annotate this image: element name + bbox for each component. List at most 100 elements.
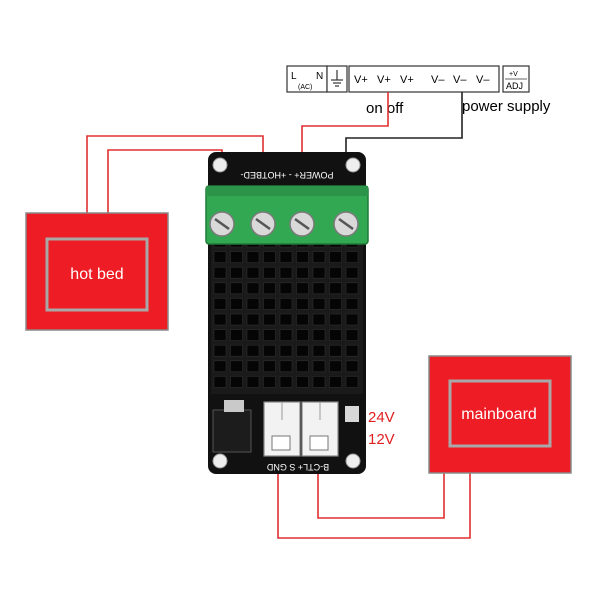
heatsink-fin [263,360,276,373]
heatsink-fin [329,313,342,326]
heatsink-fin [246,344,260,357]
heatsink-fin [345,360,359,373]
heatsink-fin [312,376,326,388]
heatsink-fin [312,313,326,326]
heatsink-fin [279,344,293,357]
heatsink-fin [329,376,342,388]
mounting-hole [212,157,228,173]
ground-icon [331,70,343,87]
heatsink-fin [296,298,309,310]
power-supply-label: power supply [462,98,551,115]
terminal-screw [209,211,235,237]
heatsink-fin [312,282,326,295]
heatsink-fin [296,266,309,279]
heatsink-fin [213,298,227,310]
heatsink-fin [246,376,260,388]
heatsink-fin [312,298,326,310]
heatsink-fin [213,376,227,388]
smd-component [345,406,359,422]
heatsink-fin [329,360,342,373]
heatsink-fin [312,360,326,373]
heatsink-fin [213,251,227,263]
heatsink-fin [246,298,260,310]
jst-connector-signal [301,401,339,457]
hot-bed-box: hot bed [25,212,169,331]
terminal-l: L [291,71,297,82]
mainboard-box: mainboard [428,355,572,474]
heatsink-fin [263,251,276,263]
heatsink-fin [329,329,342,341]
heatsink-fin [329,298,342,310]
heatsink-fin [246,282,260,295]
mainboard-label: mainboard [461,406,537,423]
heatsink-fin [296,376,309,388]
smd-component [224,400,244,412]
heatsink-fin [213,282,227,295]
heatsink-fin [230,298,243,310]
heatsink-fin [263,298,276,310]
heatsink-fin [279,282,293,295]
heatsink-fin [296,313,309,326]
terminal-vplus-3: V+ [400,74,414,86]
heatsink-fin [213,344,227,357]
heatsink-fin [263,344,276,357]
heatsink-fin [345,266,359,279]
terminal-adj-bottom: ADJ [506,81,523,91]
mounting-hole [345,453,361,469]
heatsink-fin [312,251,326,263]
heatsink-fin [230,329,243,341]
control-positive-wire [277,468,471,539]
heatsink-fin [312,266,326,279]
terminal-screw [333,211,359,237]
terminal-vminus-1: V– [431,74,445,86]
heatsink-fin [296,344,309,357]
heatsink-fin [230,360,243,373]
heatsink-fin [345,251,359,263]
heatsink-fin [345,376,359,388]
hot-bed-label: hot bed [70,266,123,283]
ln-terminal-box [286,65,328,93]
heatsink-fin [296,360,309,373]
heatsink-fin [230,376,243,388]
heatsink-fin [246,266,260,279]
control-ground-wire [317,468,445,519]
terminal-vplus-1: V+ [354,74,368,86]
heatsink-fin [246,360,260,373]
terminal-ac: (AC) [298,84,312,91]
mosfet-module-board: POWER+ - +HOTBED- B-CTL+ S GND [205,152,369,474]
heatsink-fin [296,282,309,295]
heatsink-fin [213,360,227,373]
heatsink-fin [279,376,293,388]
bottom-silkscreen: B-CTL+ S GND [266,462,329,472]
terminal-screw [250,211,276,237]
voltage-12v-label: 12V [368,431,395,448]
heatsink-fin [246,329,260,341]
heatsink-fin [279,313,293,326]
heatsink [211,232,363,394]
heatsink-fin [345,329,359,341]
terminal-vplus-2: V+ [377,74,391,86]
mounting-hole [212,453,228,469]
heatsink-fin [230,251,243,263]
heatsink-fin [312,329,326,341]
heatsink-fin [329,251,342,263]
heatsink-fin [230,266,243,279]
heatsink-fin [263,329,276,341]
voltage-24v-label: 24V [368,409,395,426]
terminal-n: N [316,71,323,82]
heatsink-fin [213,313,227,326]
heatsink-fin [279,298,293,310]
screw-terminal-block [205,185,369,245]
heatsink-fin [263,313,276,326]
heatsink-fin [246,251,260,263]
heatsink-fin [246,313,260,326]
heatsink-fin [230,344,243,357]
heatsink-fin [329,344,342,357]
heatsink-fin [279,251,293,263]
heatsink-fin [345,282,359,295]
jst-connector-control [263,401,301,457]
power-supply-terminal-strip: L N (AC) V+ V+ V+ V– V– V– +V ADJ [286,65,530,93]
heatsink-fin [279,266,293,279]
on-off-label: on off [366,100,404,117]
